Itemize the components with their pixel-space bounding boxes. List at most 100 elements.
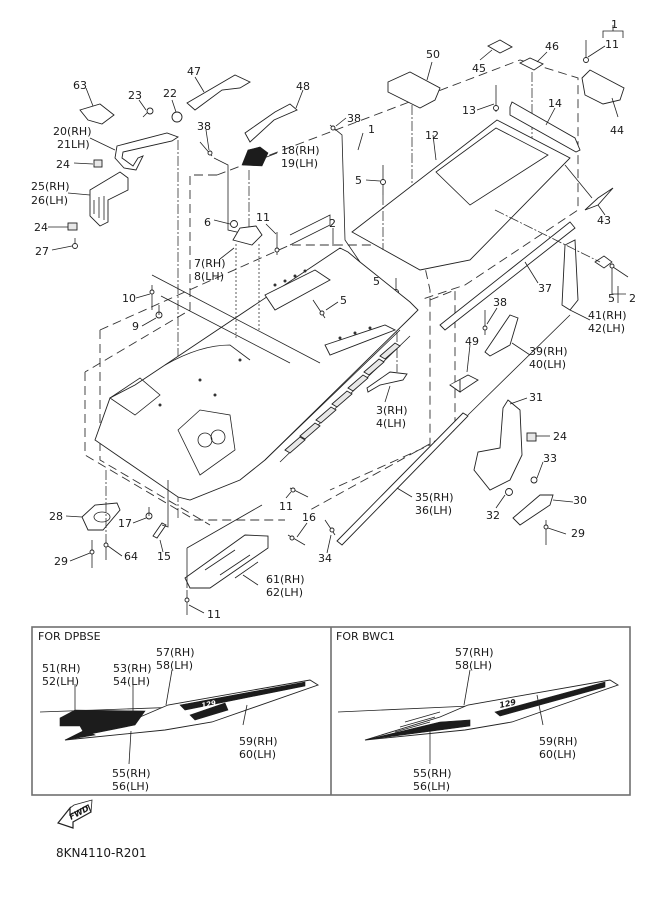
callout-50: 50 [426,48,440,61]
callout-5: 5 [340,294,347,307]
callout-17: 17 [118,517,132,530]
variant-panels: FOR DPBSE 129 51(RH) 52(LH) 53(RH) 54(LH… [31,626,631,796]
callout-11: 11 [256,211,270,224]
part-3-4-plate [366,371,408,393]
callout-11: 11 [207,608,221,621]
callout-6: 6 [204,216,211,229]
callout-60-lh: 60(LH) [239,748,276,761]
callout-63: 63 [73,79,87,92]
callout-31: 31 [529,391,543,404]
callout-44: 44 [610,124,624,137]
callout-1: 1 [368,123,375,136]
part-41-42-strap [561,239,579,311]
callout-61-rh: 61(RH) [266,573,305,586]
callout-46: 46 [545,40,559,53]
part-12-panel [351,119,571,271]
callout-38: 38 [347,112,361,125]
part-61-62-skid-plate [184,534,269,589]
callout-25-rh: 25(RH) [31,180,70,193]
callout-56-lh: 56(LH) [413,780,450,793]
callout-56-lh: 56(LH) [112,780,149,793]
callout-12: 12 [425,129,439,142]
callout-45: 45 [472,62,486,75]
panel-title: FOR DPBSE [38,630,101,643]
part-7-8-bracket [232,225,263,246]
callout-5: 5 [355,174,362,187]
part-50-decal [387,71,441,109]
callout-2: 2 [329,217,336,230]
callout-48: 48 [296,80,310,93]
figure-code: 8KN4110-R201 [56,846,147,860]
part-14-rail [509,101,581,153]
callout-15: 15 [157,550,171,563]
callout-9: 9 [132,320,139,333]
callout-14: 14 [548,97,562,110]
callout-33: 33 [543,452,557,465]
frame-holes [158,269,372,407]
callout-19-lh: 19(LH) [281,157,318,170]
callout-40-lh: 40(LH) [529,358,566,371]
part-47-decal [186,74,251,111]
callout-57-rh: 57(RH) [455,646,494,659]
callout-23: 23 [128,89,142,102]
main-frame [94,117,419,501]
part-63-cover [79,103,115,125]
part-25-26-plate [89,171,129,227]
callout-24: 24 [553,430,567,443]
callout-32: 32 [486,509,500,522]
part-28-cover [81,502,121,531]
callout-20-rh: 20(RH) [53,125,92,138]
panel-bwc1: FOR BWC1 129 57(RH) 58(LH) 59(RH) 60(LH)… [336,630,620,793]
callout-29: 29 [54,555,68,568]
part-37-rail [439,221,576,331]
callout-29: 29 [571,527,585,540]
part-39-40-bracket [484,314,519,357]
callout-43: 43 [597,214,611,227]
callout-49: 49 [465,335,479,348]
callout-5: 5 [608,292,615,305]
callout-10: 10 [122,292,136,305]
callout-47: 47 [187,65,201,78]
callout-30: 30 [573,494,587,507]
part-20-21-bracket [114,132,179,171]
callout-35-rh: 35(RH) [415,491,454,504]
callout-52-lh: 52(LH) [42,675,79,688]
callout-4-lh: 4(LH) [376,417,406,430]
callout-36-lh: 36(LH) [415,504,452,517]
assembly-boundaries [84,59,579,526]
decal-text: 129 [201,699,217,710]
callout-38: 38 [493,296,507,309]
callout-7-rh: 7(RH) [194,257,226,270]
part-48-decal [244,103,298,143]
callout-54-lh: 54(LH) [113,675,150,688]
callout-16: 16 [302,511,316,524]
callout-55-rh: 55(RH) [413,767,452,780]
callout-34: 34 [318,552,332,565]
callout-42-lh: 42(LH) [588,322,625,335]
callout-58-lh: 58(LH) [455,659,492,672]
callout-38: 38 [197,120,211,133]
lower-parts [65,470,336,615]
callout-57-rh: 57(RH) [156,646,195,659]
callout-8-lh: 8(LH) [194,270,224,283]
callout-3-rh: 3(RH) [376,404,408,417]
top-parts [48,25,629,546]
callout-24: 24 [34,221,48,234]
callout-26-lh: 26(LH) [31,194,68,207]
callout-24: 24 [56,158,70,171]
callout-labels: 1 11 63 23 22 47 48 50 45 46 44 13 14 12… [31,18,636,621]
callout-2: 2 [629,292,636,305]
callout-37: 37 [538,282,552,295]
panel-dpbse: FOR DPBSE 129 51(RH) 52(LH) 53(RH) 54(LH… [38,630,320,793]
decal-text: 129 [499,698,518,710]
callout-39-rh: 39(RH) [529,345,568,358]
callout-60-lh: 60(LH) [539,748,576,761]
callout-59-rh: 59(RH) [239,735,278,748]
callout-51-rh: 51(RH) [42,662,81,675]
callout-11: 11 [605,38,619,51]
callout-22: 22 [163,87,177,100]
part-2-tunnel [94,247,419,501]
part-44-bumper [581,69,625,105]
callout-58-lh: 58(LH) [156,659,193,672]
